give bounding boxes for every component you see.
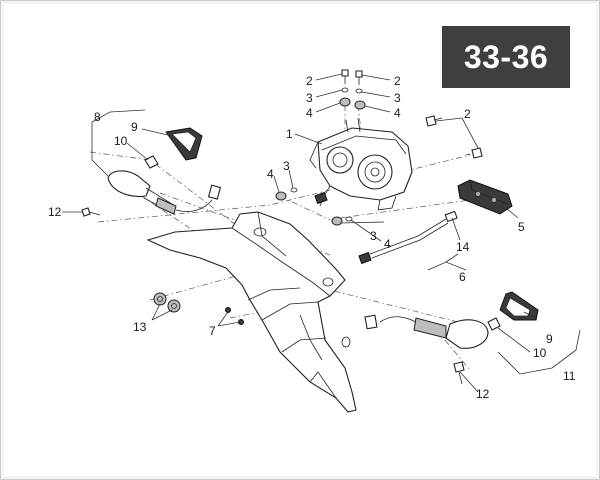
page-code-badge: 33-36 — [442, 26, 570, 88]
callout-2: 2 — [306, 74, 313, 88]
callout-3: 3 — [370, 229, 377, 243]
callout-2: 2 — [464, 107, 471, 121]
callout-13: 13 — [133, 320, 147, 334]
license-plate-holder — [146, 211, 357, 413]
callout-8: 8 — [94, 110, 101, 124]
callout-10: 10 — [533, 346, 547, 360]
callout-2: 2 — [394, 74, 401, 88]
callout-5: 5 — [518, 220, 525, 234]
callout-9: 9 — [131, 120, 138, 134]
callout-3: 3 — [394, 91, 401, 105]
callout-1: 1 — [286, 127, 293, 141]
callout-4: 4 — [306, 106, 313, 120]
plate-light-harness — [358, 210, 458, 265]
callout-4: 4 — [267, 167, 274, 181]
callout-labels: 2 2 3 3 4 4 1 2 5 4 3 3 4 14 6 8 9 10 12… — [48, 74, 576, 401]
callout-6: 6 — [459, 270, 466, 284]
callout-4: 4 — [394, 106, 401, 120]
plate-light — [457, 179, 513, 215]
callout-3: 3 — [283, 159, 290, 173]
callout-7: 7 — [209, 324, 216, 338]
callout-12: 12 — [48, 205, 62, 219]
callout-4: 4 — [384, 237, 391, 251]
callout-10: 10 — [114, 134, 128, 148]
callout-14: 14 — [456, 240, 470, 254]
leader-lines — [62, 73, 581, 393]
callout-9: 9 — [546, 332, 553, 346]
right-turn-indicator — [364, 291, 539, 385]
callout-3: 3 — [306, 91, 313, 105]
tail-light-assembly — [309, 117, 413, 211]
fasteners-top — [153, 69, 483, 325]
callout-12: 12 — [476, 387, 490, 401]
callout-11: 11 — [563, 369, 576, 383]
left-turn-indicator — [81, 127, 222, 217]
